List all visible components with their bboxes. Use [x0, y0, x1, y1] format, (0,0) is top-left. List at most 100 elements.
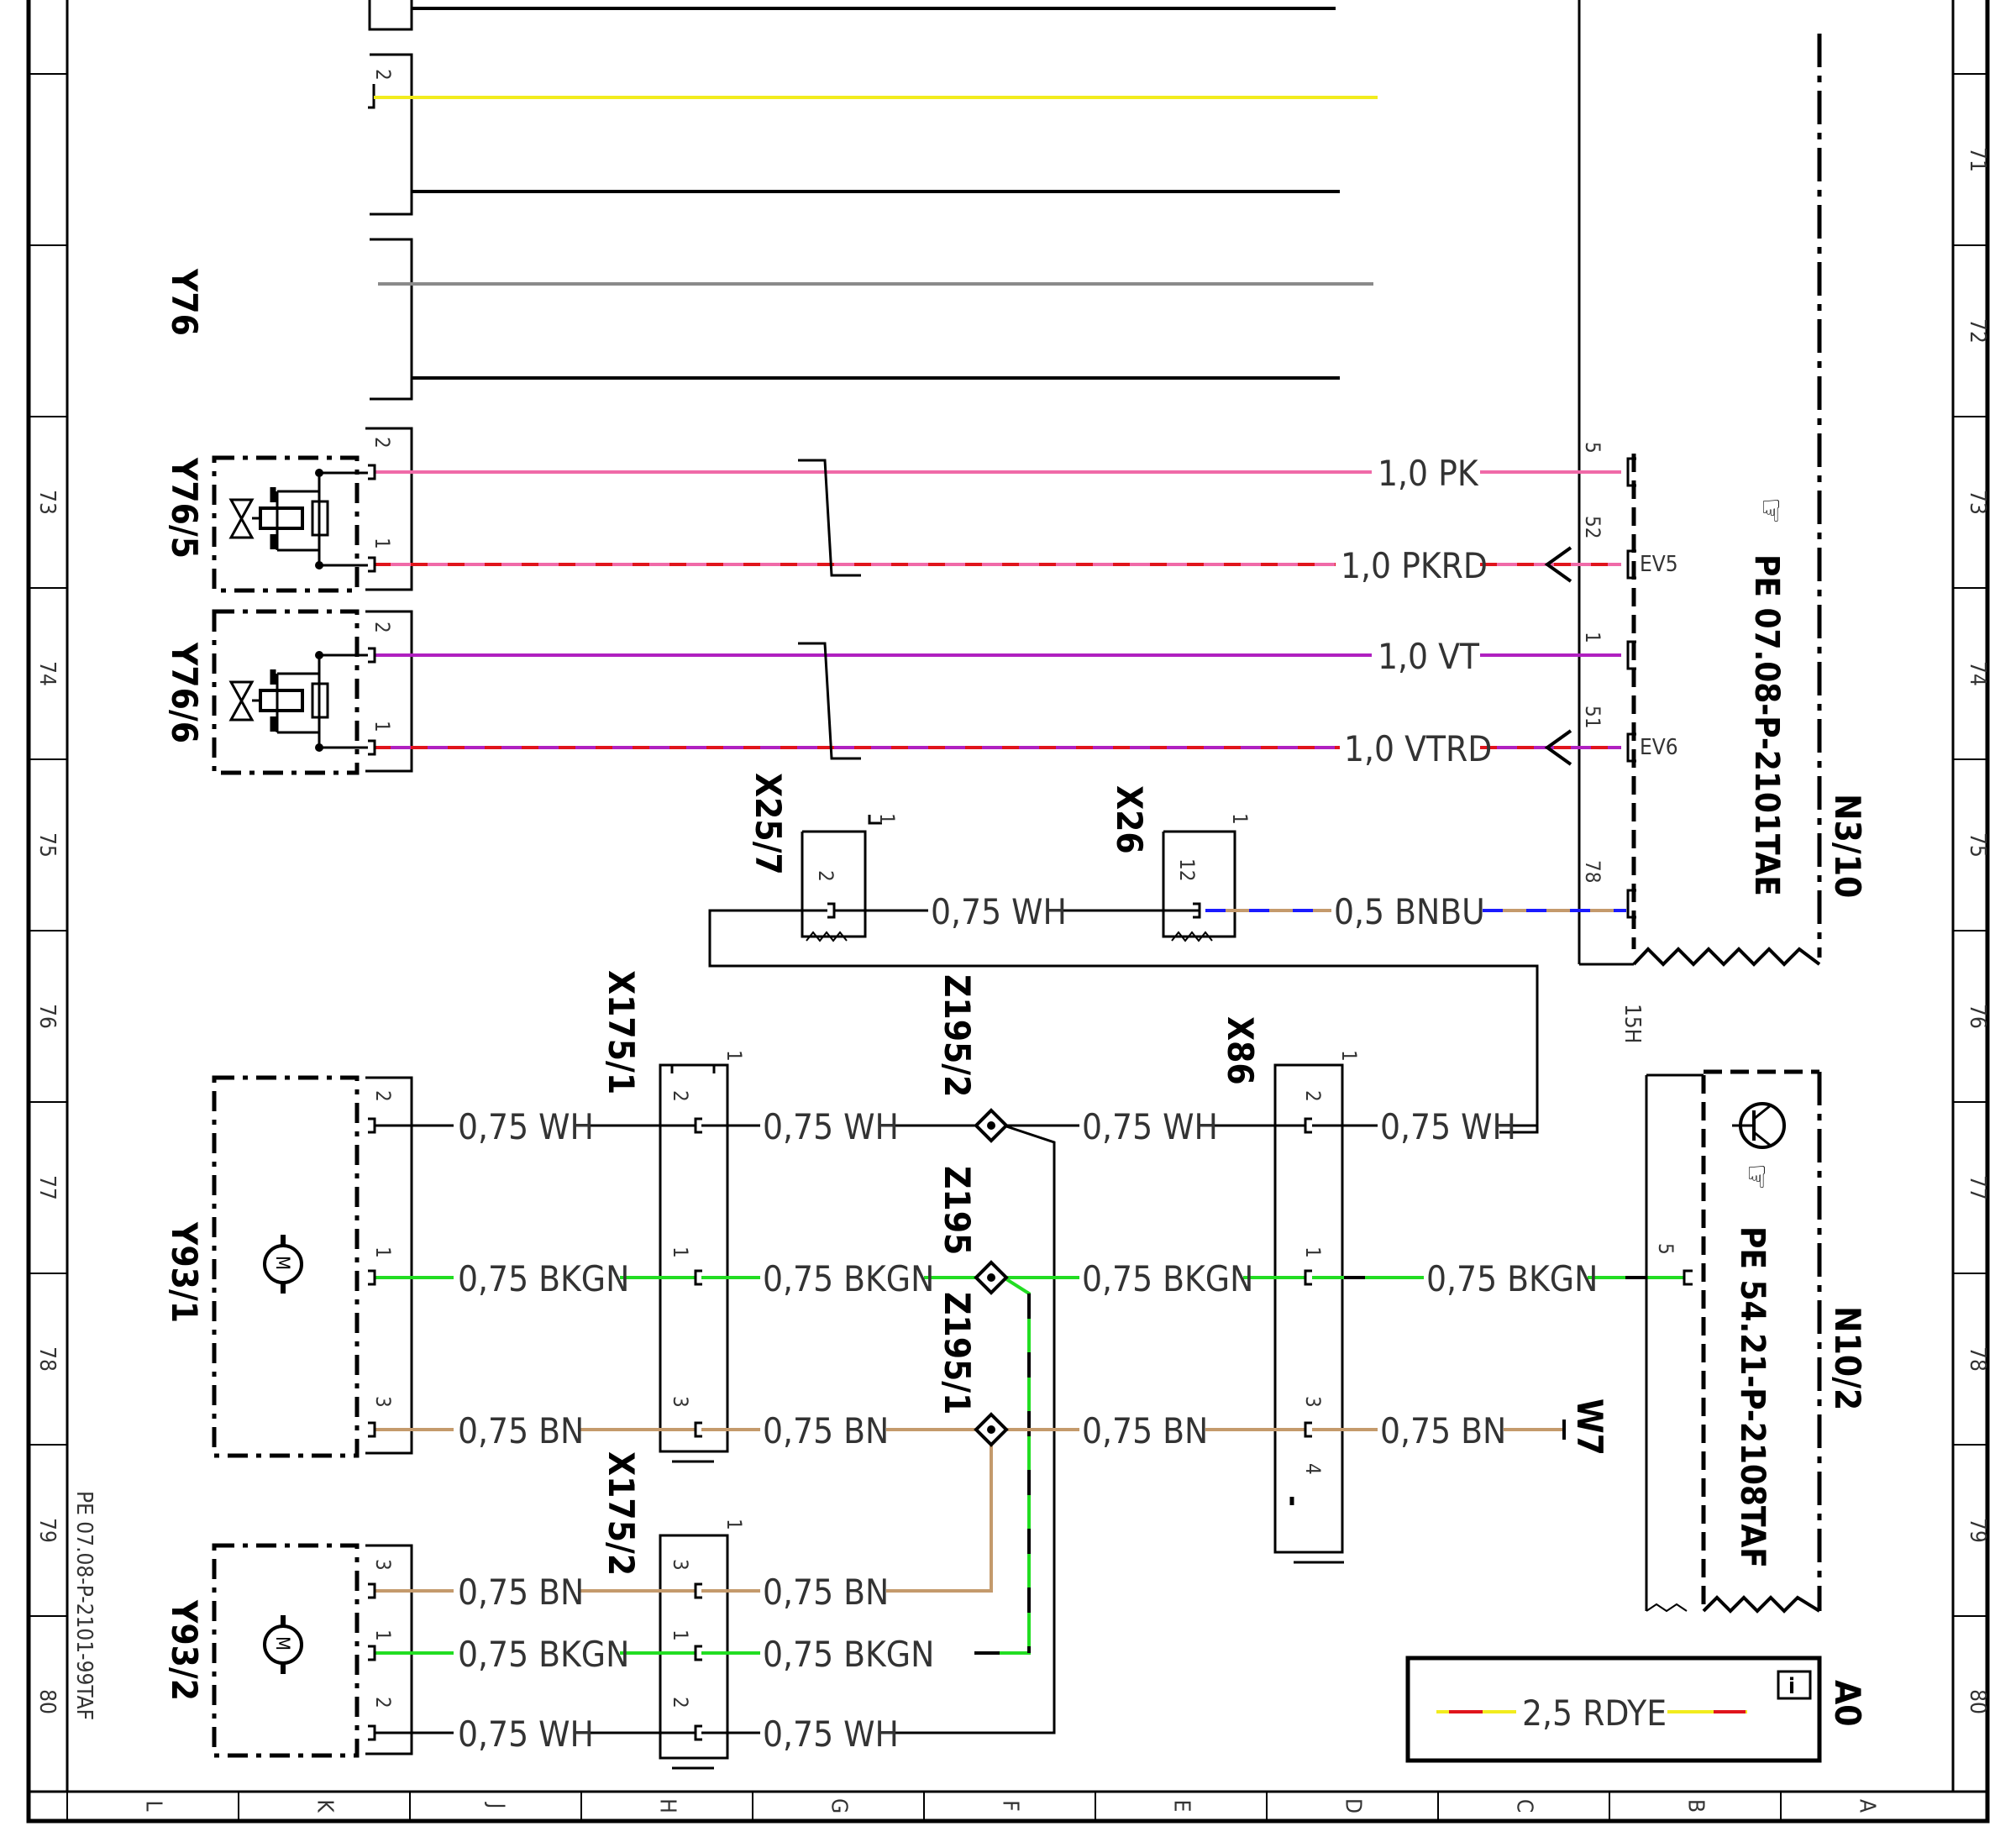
y93-1-label: Y93/1 [164, 1221, 205, 1323]
wire-label-bn-4: 0,75 BN [1380, 1410, 1506, 1451]
y93-1-motor [212, 1075, 413, 1458]
grid-row-labels-right: 71 72 73 74 75 76 77 78 79 80 [1965, 147, 1990, 1714]
wire-label-y932-bn-1: 0,75 BN [458, 1572, 584, 1613]
n3-pin-78: 78 [1581, 860, 1604, 883]
y76-6-node-top [315, 651, 323, 659]
wire-label-wh-075-x257: 0,75 WH [931, 891, 1067, 932]
y93-2-pin-2: 2 [371, 1697, 395, 1708]
y76-5-label: Y76/5 [164, 457, 205, 559]
x86-pin-1-top: 1 [1337, 1050, 1361, 1062]
wire-label-vt: 1,0 VT [1378, 636, 1480, 677]
n3-pin-5: 5 [1581, 442, 1604, 454]
grid-row-76-left: 76 [34, 1004, 60, 1029]
a0-box [1405, 1656, 1822, 1763]
grid-row-80: 80 [1965, 1689, 1990, 1714]
y76-pin-2: 2 [371, 69, 395, 81]
y76-5-pin-1: 1 [370, 538, 394, 549]
wire-label-y932-bkgn-1: 0,75 BKGN [458, 1634, 629, 1675]
y93-1-pin-3: 3 [371, 1396, 395, 1408]
grid-row-76: 76 [1965, 1004, 1990, 1029]
y76-connector-block [368, 0, 413, 401]
grid-row-74-left: 74 [34, 661, 60, 686]
wire-label-y932-wh-2: 0,75 WH [763, 1713, 899, 1755]
grid-row-79: 79 [1965, 1518, 1990, 1543]
x175-2-label: X175/2 [601, 1451, 642, 1576]
x175-2-pin-2: 2 [669, 1697, 692, 1708]
grid-row-labels-left: 73 74 75 76 77 78 79 80 [34, 490, 60, 1714]
x26-pin-1: 1 [1228, 813, 1252, 825]
x175-1-pin-2: 2 [669, 1090, 692, 1102]
w7-label: W7 [1569, 1399, 1610, 1456]
x25-7-pin-1: 1 [875, 813, 899, 825]
x26-pin-12: 12 [1175, 858, 1199, 881]
y76-6-pin-2: 2 [370, 622, 394, 633]
z195-splices [974, 1108, 1009, 1447]
wire-row-bkgn [374, 1276, 1684, 1655]
grid-row-80-left: 80 [34, 1689, 60, 1714]
wire-label-bkgn-2: 0,75 BKGN [763, 1258, 934, 1299]
y76-5-node-top [315, 469, 323, 477]
x175-1-pin-3: 3 [669, 1396, 692, 1408]
wire-row-wh [374, 1124, 1537, 1734]
z195-label: Z195 [937, 1166, 978, 1255]
wire-label-pkrd: 1,0 PKRD [1341, 545, 1488, 586]
z195-1-label: Z195/1 [937, 1292, 978, 1414]
grid-row-75-left: 75 [34, 832, 60, 858]
wire-label-rdye: 2,5 RDYE [1522, 1692, 1667, 1734]
n10-2-module [1645, 1069, 1822, 1614]
x175-2-pin-3: 3 [669, 1559, 692, 1571]
y76-6-label: Y76/6 [164, 642, 205, 743]
wire-label-wh-2: 0,75 WH [763, 1106, 899, 1147]
grid-col-D: D [1341, 1798, 1366, 1813]
y93-1-motor-m: M [271, 1256, 292, 1270]
n3-10-reference: PE 07.08-P-2101TAE [1747, 554, 1786, 896]
n10-2-label: N10/2 [1827, 1306, 1868, 1410]
x175-1-pin-1: 1 [669, 1246, 692, 1258]
n10-2-pin-15h: 15H [1620, 1004, 1645, 1043]
wire-row-bn [374, 1428, 1562, 1593]
x26-label: X26 [1109, 785, 1150, 854]
y76-5-node-bottom [315, 561, 323, 569]
grid-row-78: 78 [1965, 1346, 1990, 1372]
grid-row-75: 75 [1965, 832, 1990, 858]
wire-label-wh-3: 0,75 WH [1082, 1106, 1218, 1147]
x86-pin-3: 3 [1301, 1396, 1325, 1408]
wire-label-bn-2: 0,75 BN [763, 1410, 889, 1451]
x86-label: X86 [1220, 1016, 1261, 1085]
n10-2-hand-icon: ☞ [1737, 1163, 1776, 1190]
y93-2-motor-m: M [271, 1636, 292, 1650]
grid-row-78-left: 78 [34, 1346, 60, 1372]
n3-10-hand-icon: ☞ [1751, 497, 1790, 524]
y93-1-pin-1: 1 [371, 1246, 395, 1258]
grid-col-A: A [1855, 1799, 1880, 1813]
x175-1-pin-1-top: 1 [722, 1050, 746, 1062]
wire-label-bkgn-4: 0,75 BKGN [1426, 1258, 1598, 1299]
lower-pin-terminals [368, 1117, 1693, 1741]
z195-2-label: Z195/2 [937, 974, 978, 1097]
grid-col-C: C [1512, 1799, 1537, 1813]
grid-col-labels: L K J H G F E D C B A [141, 1798, 1880, 1813]
wire-label-vtrd: 1,0 VTRD [1344, 728, 1492, 769]
wire-label-bkgn-3: 0,75 BKGN [1082, 1258, 1253, 1299]
grid-row-73: 73 [1965, 490, 1990, 515]
n3-ev6-label: EV6 [1640, 735, 1678, 760]
x86-pin-4: 4 [1301, 1463, 1325, 1475]
z195-2-dot [987, 1121, 995, 1130]
x86-pin-1: 1 [1301, 1246, 1325, 1258]
y93-2-motor [212, 1543, 413, 1758]
wire-label-bkgn-1: 0,75 BKGN [458, 1258, 629, 1299]
y93-2-pin-1: 1 [371, 1629, 395, 1641]
y76-label: Y76 [164, 268, 205, 336]
grid-col-J: J [484, 1802, 509, 1809]
x175-1-connector [659, 1063, 729, 1463]
n3-10-ecu [1578, 0, 1822, 967]
wire-label-wh-1: 0,75 WH [458, 1106, 594, 1147]
grid-row-77: 77 [1965, 1175, 1990, 1200]
grid-row-77-left: 77 [34, 1175, 60, 1200]
wire-label-y932-wh-1: 0,75 WH [458, 1713, 594, 1755]
sheet-frame [26, 0, 1990, 1824]
x25-7-pin-2: 2 [814, 870, 837, 882]
y93-2-pin-3: 3 [371, 1559, 395, 1571]
x175-2-connector [659, 1534, 729, 1770]
